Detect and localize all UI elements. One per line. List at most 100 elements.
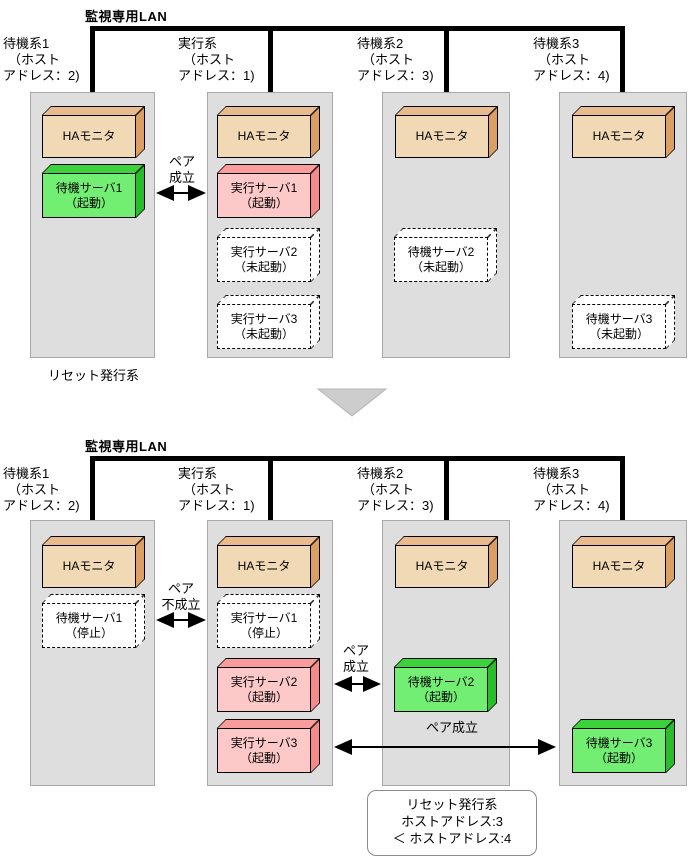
- box-front-face: HAモニタ: [42, 545, 136, 588]
- lan-line: [90, 26, 625, 31]
- box-top-face: [42, 106, 145, 115]
- callout-line: ＜ ホストアドレス:4: [392, 831, 512, 846]
- host-label-line: アドレス：1): [178, 498, 255, 513]
- server-box-standby1-started: 待機サーバ1 （起動）: [42, 164, 145, 218]
- box-top-face: [394, 228, 497, 237]
- host-label-line: 待機系1: [3, 36, 50, 51]
- host-label-standby1: 待機系1 （ホスト アドレス：2): [3, 36, 80, 84]
- host-label-line: （ホスト: [8, 52, 61, 67]
- host-label-line: アドレス：4): [533, 498, 610, 513]
- server-box-exec1-started: 実行サーバ1 （起動）: [217, 164, 320, 218]
- server-box-standby2-notstarted: 待機サーバ2 （未起動）: [394, 228, 497, 282]
- box-side-face: [311, 594, 320, 648]
- server-status: （起動）: [239, 689, 288, 704]
- server-box-exec1-stopped: 実行サーバ1 （停止）: [217, 594, 320, 648]
- ha-monitor-box-1: HAモニタ: [42, 536, 145, 588]
- box-front-face: HAモニタ: [217, 545, 311, 588]
- box-front-face: HAモニタ: [395, 115, 489, 158]
- box-side-face: [136, 594, 145, 648]
- server-box-standby2-started: 待機サーバ2 （起動）: [394, 658, 497, 712]
- box-top-face: [217, 106, 320, 115]
- transition-arrow-triangle: [316, 388, 388, 417]
- box-front-face: 実行サーバ3 （起動）: [217, 728, 311, 773]
- host-label-line: 待機系2: [357, 466, 404, 481]
- box-top-face: [395, 536, 498, 545]
- pair-label-line: 成立: [168, 170, 195, 185]
- box-front-face: 待機サーバ1 （起動）: [42, 173, 136, 218]
- host-label-line: アドレス：2): [3, 68, 80, 83]
- box-top-face: [42, 594, 145, 603]
- pair-established-label-3: ペア成立: [425, 720, 478, 735]
- box-label: HAモニタ: [415, 559, 469, 573]
- box-front-face: 実行サーバ3 （未起動）: [217, 304, 311, 349]
- server-status: （起動）: [416, 689, 465, 704]
- host-label-line: （ホスト: [362, 482, 415, 497]
- box-top-face: [217, 228, 320, 237]
- lan-drop-line-3: [444, 456, 449, 520]
- host-label-exec: 実行系 （ホスト アドレス：1): [178, 36, 255, 84]
- box-label: HAモニタ: [62, 129, 116, 143]
- lan-line: [90, 456, 625, 461]
- host-label-standby3: 待機系3 （ホスト アドレス：4): [533, 466, 610, 514]
- host-label-line: 待機系3: [533, 36, 580, 51]
- box-side-face: [488, 658, 497, 712]
- pair-established-label: ペア 成立: [157, 154, 207, 186]
- ha-monitor-box-4: HAモニタ: [572, 536, 675, 588]
- callout-line: ホストアドレス:3: [401, 814, 503, 829]
- box-front-face: 待機サーバ2 （起動）: [394, 667, 488, 712]
- box-front-face: 待機サーバ2 （未起動）: [394, 237, 488, 282]
- host-label-standby2: 待機系2 （ホスト アドレス：3): [357, 466, 434, 514]
- server-status: （停止）: [239, 625, 288, 640]
- lan-drop-line-3: [444, 26, 449, 92]
- box-top-face: [572, 295, 675, 304]
- server-name: 実行サーバ3: [230, 735, 298, 750]
- host-label-line: 実行系: [178, 36, 218, 51]
- box-side-face: [311, 106, 320, 158]
- reset-issuer-note: リセット発行系: [48, 368, 140, 383]
- server-status: （未起動）: [588, 326, 649, 341]
- box-side-face: [666, 106, 675, 158]
- ha-monitor-box-4: HAモニタ: [572, 106, 675, 158]
- host-label-line: 待機系3: [533, 466, 580, 481]
- server-status: （未起動）: [233, 326, 294, 341]
- box-top-face: [217, 536, 320, 545]
- box-top-face: [572, 536, 675, 545]
- lan-drop-line-2: [268, 26, 273, 92]
- box-label: HAモニタ: [415, 129, 469, 143]
- server-status: （起動）: [594, 750, 643, 765]
- server-status: （未起動）: [233, 259, 294, 274]
- server-name: 実行サーバ2: [230, 244, 298, 259]
- host-label-line: アドレス：4): [533, 68, 610, 83]
- box-top-face: [42, 164, 145, 173]
- host-label-exec: 実行系 （ホスト アドレス：1): [178, 466, 255, 514]
- box-top-face: [217, 594, 320, 603]
- pair-label-line: ペア: [167, 581, 194, 596]
- server-name: 待機サーバ3: [585, 735, 653, 750]
- box-side-face: [136, 164, 145, 218]
- server-status: （停止）: [64, 625, 113, 640]
- host-label-standby2: 待機系2 （ホスト アドレス：3): [357, 36, 434, 84]
- box-front-face: 実行サーバ2 （起動）: [217, 667, 311, 712]
- server-status: （未起動）: [410, 259, 471, 274]
- host-label-line: 実行系: [178, 466, 218, 481]
- box-top-face: [217, 164, 320, 173]
- host-label-line: （ホスト: [538, 52, 591, 67]
- pair-not-established-label: ペア 不成立: [152, 581, 210, 613]
- box-top-face: [217, 719, 320, 728]
- host-label-line: （ホスト: [538, 482, 591, 497]
- server-name: 待機サーバ1: [55, 610, 123, 625]
- pair-label-line: ペア: [168, 154, 195, 169]
- ha-monitor-box-3: HAモニタ: [395, 106, 498, 158]
- box-label: HAモニタ: [592, 559, 646, 573]
- lan-drop-line-1: [90, 26, 95, 92]
- box-label: HAモニタ: [592, 129, 646, 143]
- box-side-face: [136, 106, 145, 158]
- server-box-standby1-stopped: 待機サーバ1 （停止）: [42, 594, 145, 648]
- server-status: （起動）: [239, 750, 288, 765]
- box-side-face: [311, 295, 320, 349]
- ha-monitor-box-1: HAモニタ: [42, 106, 145, 158]
- box-top-face: [572, 106, 675, 115]
- box-side-face: [311, 719, 320, 773]
- lan-drop-line-2: [268, 456, 273, 520]
